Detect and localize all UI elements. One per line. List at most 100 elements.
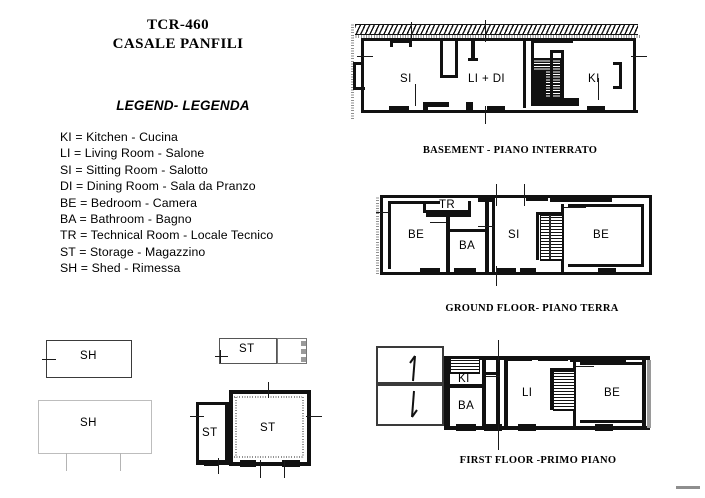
wall-segment <box>619 62 622 88</box>
dimension-tick <box>268 382 270 398</box>
dimension-tick <box>496 184 497 206</box>
stair-wall <box>550 50 564 53</box>
shed-lower-plan: SH <box>36 398 166 478</box>
dimension-tick <box>218 458 220 474</box>
wall-segment <box>613 62 621 65</box>
staircase-solid <box>533 70 546 100</box>
plan-guide <box>351 24 354 119</box>
dimension-tick <box>478 226 494 227</box>
door-opening <box>526 195 548 201</box>
stair-wall <box>550 50 553 100</box>
interior-wall <box>550 368 553 410</box>
door-opening <box>282 460 300 467</box>
dimension-tick <box>357 56 373 57</box>
door-opening <box>487 106 505 113</box>
wall-segment <box>613 86 622 89</box>
exterior-wall <box>229 390 311 394</box>
dimension-tick <box>260 460 262 478</box>
dimension-tick <box>190 416 204 418</box>
exterior-wall <box>380 195 652 198</box>
dimension-tick <box>631 56 647 57</box>
interior-wall <box>440 38 443 78</box>
door-opening <box>587 106 605 113</box>
dimension-tick <box>524 184 525 206</box>
ground-floor-plan: BE TR BA SI BE <box>368 182 658 292</box>
room-label-sh: SH <box>80 350 97 362</box>
retaining-wall-hatch <box>355 24 638 35</box>
plan-guide <box>376 196 379 274</box>
exterior-wall <box>633 38 636 113</box>
wall-segment <box>353 87 365 90</box>
door-opening <box>520 268 536 275</box>
project-name: CASALE PANFILI <box>112 36 244 52</box>
plan-guide <box>234 456 304 458</box>
door-opening <box>518 424 536 431</box>
page-corner-mark <box>676 486 700 489</box>
door-opening <box>508 356 532 361</box>
basement-caption: BASEMENT - PIANO INTERRATO <box>422 145 598 156</box>
room-label-li: LI <box>522 387 533 399</box>
wall-segment <box>409 40 412 47</box>
interior-wall <box>536 212 539 260</box>
room-label-si: SI <box>508 229 520 241</box>
wall-segment <box>550 198 612 202</box>
room-label-ki: KI <box>588 73 600 85</box>
legend-item: DI = Dining Room - Sala da Pranzo <box>60 179 256 194</box>
dimension-tick <box>66 453 67 471</box>
slope-arrow-up-icon <box>409 355 416 382</box>
dimension-tick <box>485 20 486 42</box>
interior-wall <box>580 420 642 423</box>
exterior-wall <box>196 402 199 464</box>
exterior-wall <box>233 462 311 466</box>
dimension-tick <box>564 207 586 208</box>
interior-wall <box>468 201 471 213</box>
wall-segment <box>353 62 363 65</box>
room-label-ba: BA <box>459 240 476 252</box>
door-opening <box>478 195 492 202</box>
interior-wall <box>440 75 458 78</box>
room-label-tr: TR <box>439 199 456 211</box>
door-opening <box>389 106 409 113</box>
roof-slope-box-lower <box>376 384 444 426</box>
dimension-tick <box>498 340 499 362</box>
legend-item: BE = Bedroom - Camera <box>60 195 198 210</box>
exterior-wall <box>196 402 228 405</box>
exterior-wall <box>649 195 652 275</box>
exterior-wall <box>361 38 364 113</box>
legend-item: SH = Shed - Rimessa <box>60 261 181 276</box>
dimension-tick <box>220 350 222 363</box>
interior-wall <box>536 212 564 215</box>
dimension-tick <box>306 416 322 418</box>
wall-shadow <box>647 360 651 428</box>
exterior-wall <box>642 360 646 426</box>
interior-wall <box>471 38 475 60</box>
exterior-wall <box>450 426 650 430</box>
legend-item: KI = Kitchen - Cucina <box>60 130 178 144</box>
storage-small-plan: ST <box>215 336 315 372</box>
room-label-ki: KI <box>458 373 470 385</box>
dimension-tick <box>485 106 486 124</box>
room-label-st-main: ST <box>260 422 276 434</box>
dimension-tick <box>215 356 228 358</box>
notch <box>301 349 306 354</box>
interior-wall <box>504 360 508 426</box>
dimension-tick <box>430 222 446 223</box>
staircase <box>450 358 480 374</box>
slope-arrow-down-icon <box>411 390 418 418</box>
door-opening <box>423 102 428 112</box>
first-floor-plan: KI BA LI BE <box>370 340 660 450</box>
legend-item: BA = Bathroom - Bagno <box>60 212 192 227</box>
exterior-wall <box>444 356 450 430</box>
door-opening <box>595 424 613 431</box>
page-title: TCR-460 CASALE PANFILI <box>48 16 308 54</box>
interior-wall <box>486 372 500 375</box>
door-opening <box>456 424 476 431</box>
dimension-tick <box>120 453 121 471</box>
dimension-tick <box>576 366 594 367</box>
dimension-tick <box>411 22 412 40</box>
plan-guide <box>302 396 304 458</box>
interior-wall <box>446 215 450 272</box>
plan-guide <box>353 35 640 38</box>
interior-wall <box>482 358 486 428</box>
